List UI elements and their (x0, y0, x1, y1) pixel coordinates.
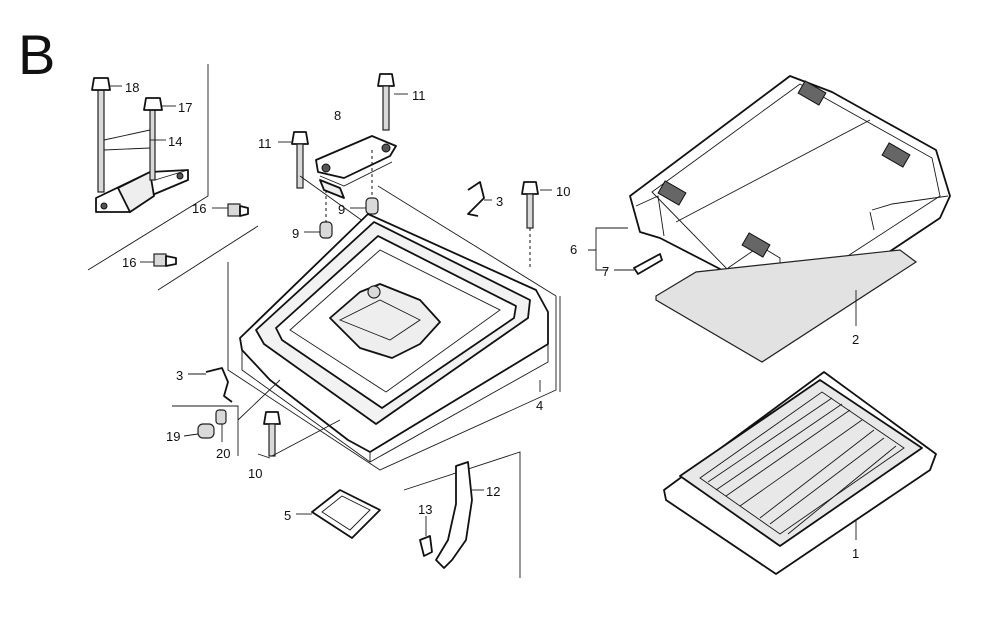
callout-19: 19 (166, 429, 180, 444)
callout-7: 7 (602, 264, 609, 279)
callout-4: 4 (536, 398, 543, 413)
callout-11-left: 11 (258, 136, 272, 151)
callout-16-lower: 16 (122, 255, 136, 270)
callout-18: 18 (125, 80, 139, 95)
bolt-11-left (278, 131, 309, 189)
callout-5: 5 (284, 508, 291, 523)
callout-8: 8 (334, 108, 341, 123)
clip-3-lower (188, 367, 233, 403)
collar-9-a (350, 150, 379, 215)
breather-tube (403, 451, 521, 578)
callout-3-lower: 3 (176, 368, 183, 383)
pre-filter-foam (655, 249, 918, 363)
gasket (296, 489, 381, 539)
callout-6: 6 (570, 242, 577, 257)
callout-9-left: 9 (292, 226, 299, 241)
callout-14: 14 (168, 134, 182, 149)
callout-16-upper: 16 (192, 201, 206, 216)
callout-10-upper: 10 (556, 184, 570, 199)
cover-screw (614, 253, 663, 275)
callout-12: 12 (486, 484, 500, 499)
callout-10-lower: 10 (248, 466, 262, 481)
air-filter-element (663, 371, 937, 575)
bolt-10-upper (521, 181, 552, 270)
tube-clamp (419, 516, 433, 557)
callout-17: 17 (178, 100, 192, 115)
callout-11-right: 11 (412, 88, 426, 103)
collar-9-b (304, 190, 333, 239)
lower-left-bracket-lines (172, 379, 281, 456)
air-cleaner-case (227, 175, 561, 471)
cover-vent-dots (657, 80, 911, 258)
callout-13: 13 (418, 502, 432, 517)
bracket-6-7 (588, 227, 628, 271)
callout-20: 20 (216, 446, 230, 461)
callout-9-right: 9 (338, 202, 345, 217)
cover-plate (315, 135, 397, 199)
section-letter: B (18, 23, 55, 86)
callout-2: 2 (852, 332, 859, 347)
mounting-bracket (87, 64, 259, 291)
bolt-16-lower (140, 253, 177, 267)
callout-1: 1 (852, 546, 859, 561)
callout-labels: 18 17 14 16 16 11 11 8 9 9 3 10 3 4 19 2… (122, 80, 859, 561)
bolt-16-upper (212, 203, 249, 217)
bracket-leaders (103, 85, 189, 181)
grommet-19 (183, 423, 215, 439)
callout-3-upper: 3 (496, 194, 503, 209)
bolt-10-lower (257, 411, 341, 459)
spacer-20 (215, 409, 227, 442)
bolt-11-right (377, 73, 408, 131)
clip-3-upper (467, 181, 492, 217)
